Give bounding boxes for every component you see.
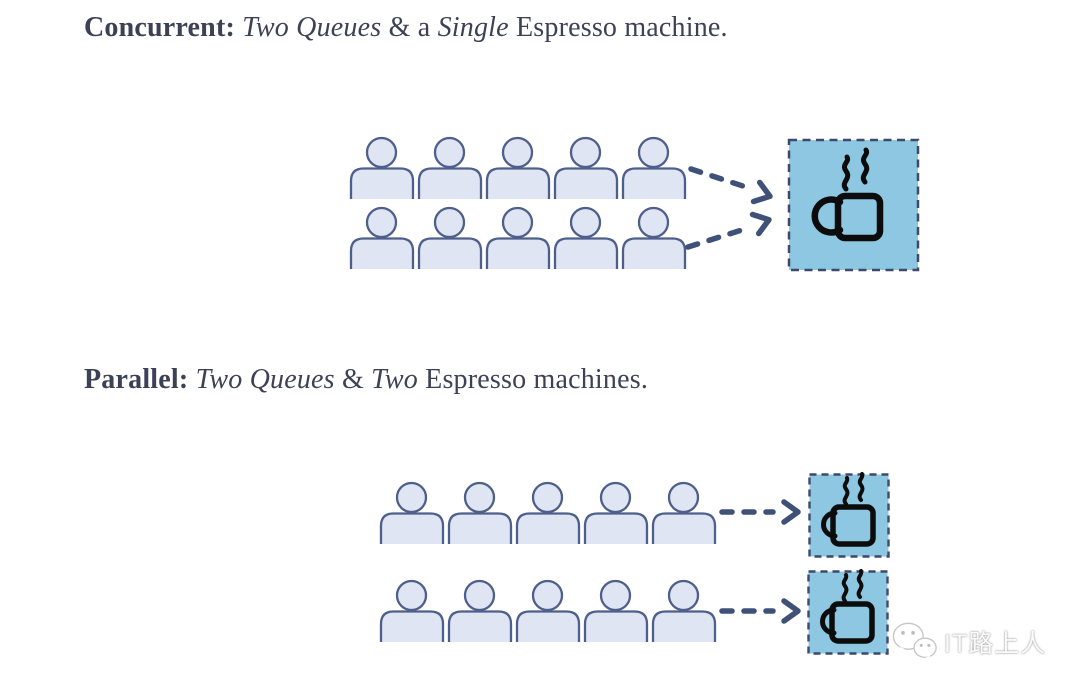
person-icon: [651, 481, 717, 546]
title-rest: Espresso machines.: [425, 364, 649, 395]
person-icon: [651, 579, 717, 644]
section-title-concurrent: Concurrent: Two Queues & a Single Espres…: [84, 12, 728, 44]
person-icon: [621, 206, 687, 271]
person-icon: [515, 481, 581, 546]
person-icon: [515, 579, 581, 644]
person-icon: [349, 206, 415, 271]
concurrent-diagram: [349, 125, 925, 285]
title-connector: &: [341, 364, 364, 395]
person-icon: [379, 481, 445, 546]
watermark: IT路上人: [891, 620, 1046, 664]
arrow-queue2-to-machine2: [719, 601, 798, 621]
title-italic-count: Single: [437, 12, 509, 43]
arrow-queue2-to-machine: [685, 210, 772, 250]
queue-row-2: [379, 579, 717, 644]
person-icon: [417, 136, 483, 201]
person-icon: [553, 136, 619, 201]
person-icon: [583, 579, 649, 644]
person-icon: [621, 136, 687, 201]
arrow-queue1-to-machine1: [719, 502, 798, 522]
queue-row-1: [349, 136, 687, 201]
title-bold-label: Parallel:: [84, 364, 189, 395]
person-icon: [379, 579, 445, 644]
parallel-diagram: [379, 465, 900, 665]
watermark-text: IT路上人: [944, 630, 1047, 658]
person-icon: [349, 136, 415, 201]
arrow-queue1-to-machine: [688, 166, 773, 206]
espresso-machine-2: [809, 571, 888, 654]
person-icon: [447, 481, 513, 546]
person-icon: [553, 206, 619, 271]
person-icon: [485, 206, 551, 271]
person-icon: [447, 579, 513, 644]
section-title-parallel: Parallel: Two Queues & Two Espresso mach…: [84, 364, 648, 396]
person-icon: [583, 481, 649, 546]
title-italic-queues: Two Queues: [242, 12, 382, 43]
title-italic-queues: Two Queues: [195, 364, 335, 395]
person-icon: [485, 136, 551, 201]
espresso-machine-1: [810, 474, 889, 557]
person-icon: [417, 206, 483, 271]
queue-row-2: [349, 206, 687, 271]
wechat-icon: [892, 622, 937, 662]
title-bold-label: Concurrent:: [84, 12, 235, 43]
title-italic-count: Two: [371, 364, 418, 395]
queue-row-1: [379, 481, 717, 546]
title-rest: Espresso machine.: [515, 12, 728, 43]
espresso-machine: [789, 140, 918, 270]
title-connector: & a: [388, 12, 431, 43]
